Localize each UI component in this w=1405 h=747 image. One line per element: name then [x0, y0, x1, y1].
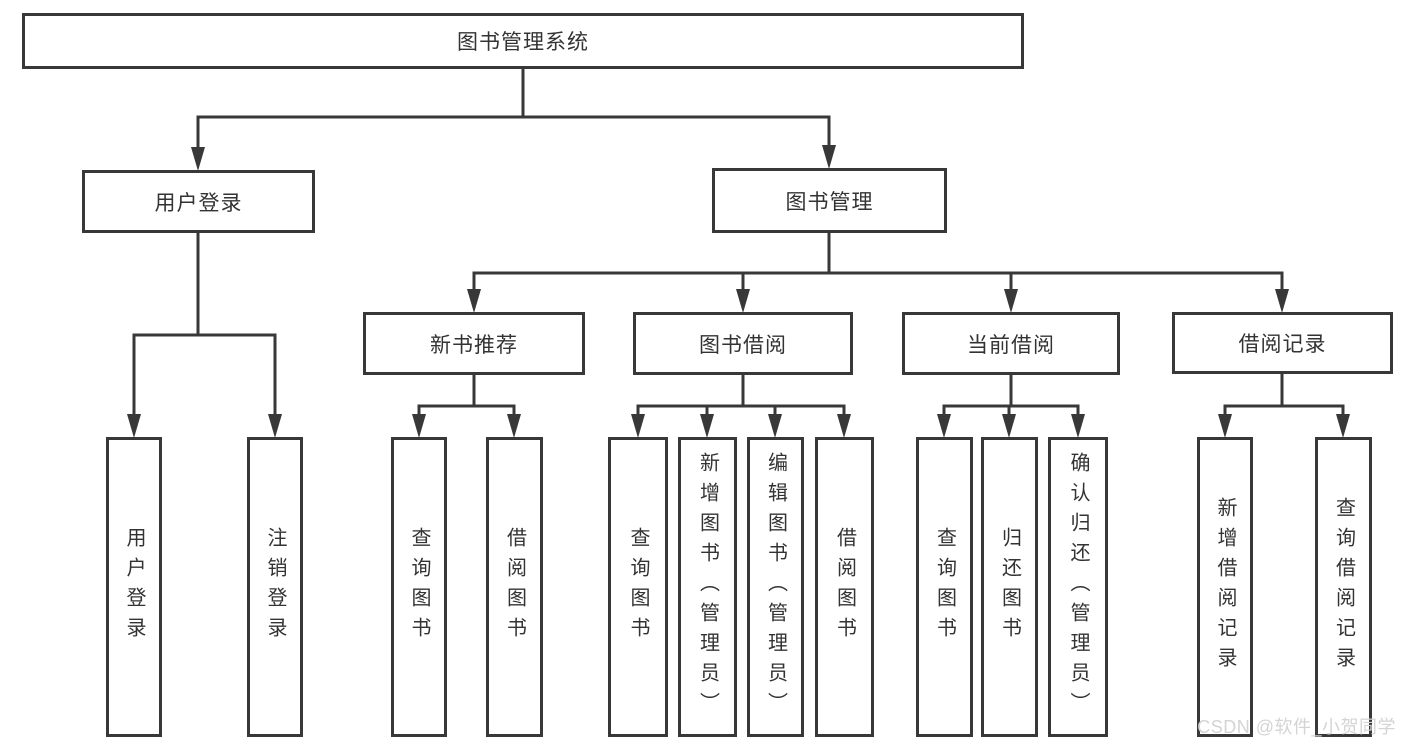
leaf-user-login: 用户登录 [106, 437, 162, 737]
arrow-down-icon [507, 414, 521, 438]
node-label: 图书管理 [785, 190, 874, 214]
arrow-down-icon [127, 414, 141, 438]
node-library-management-system: 图书管理系统 [22, 13, 1024, 69]
arrow-down-icon [631, 414, 645, 438]
leaf-borrow-books-recommend: 借阅图书 [486, 437, 543, 737]
leaf-label: 查询图书 [408, 527, 430, 647]
leaf-label: 借阅图书 [833, 527, 856, 647]
node-user-login: 用户登录 [82, 170, 315, 233]
leaf-query-borrow-record: 查询借阅记录 [1315, 437, 1372, 737]
node-book-management: 图书管理 [712, 168, 947, 233]
node-label: 当前借阅 [967, 333, 1055, 357]
node-borrowing-records: 借阅记录 [1172, 312, 1393, 374]
arrow-down-icon [268, 414, 282, 438]
leaf-label: 查询图书 [627, 527, 649, 647]
arrow-down-icon [412, 414, 426, 438]
leaf-query-books-borrow: 查询图书 [608, 437, 668, 737]
leaf-return-books: 归还图书 [981, 437, 1038, 737]
leaf-query-books-recommend: 查询图书 [391, 437, 447, 737]
leaf-label: 用户登录 [123, 527, 145, 647]
leaf-label: 编辑图书（管理员） [764, 452, 787, 722]
node-book-borrowing: 图书借阅 [633, 312, 853, 375]
arrow-down-icon [837, 414, 851, 438]
leaf-edit-book-admin: 编辑图书（管理员） [747, 437, 804, 737]
arrow-down-icon [937, 414, 951, 438]
leaf-label: 查询借阅记录 [1332, 497, 1355, 677]
arrow-down-icon [822, 145, 836, 169]
arrow-down-icon [1002, 414, 1016, 438]
arrow-down-icon [1004, 289, 1018, 313]
arrow-down-icon [768, 414, 782, 438]
leaf-add-book-admin: 新增图书（管理员） [678, 437, 737, 737]
node-current-borrowing: 当前借阅 [902, 312, 1120, 375]
node-new-book-recommendation: 新书推荐 [363, 312, 585, 375]
leaf-add-borrow-record: 新增借阅记录 [1197, 437, 1253, 737]
node-label: 图书管理系统 [457, 31, 589, 54]
leaf-confirm-return-admin: 确认归还（管理员） [1048, 437, 1108, 737]
arrow-down-icon [736, 289, 750, 313]
leaf-label: 查询图书 [933, 527, 956, 647]
leaf-borrow-books: 借阅图书 [815, 437, 874, 737]
arrow-down-icon [1218, 414, 1232, 438]
node-label: 新书推荐 [430, 333, 518, 357]
node-label: 图书借阅 [699, 333, 787, 357]
leaf-query-books-current: 查询图书 [916, 437, 973, 737]
arrow-down-icon [467, 289, 481, 313]
leaf-label: 确认归还（管理员） [1067, 452, 1089, 722]
node-label: 借阅记录 [1238, 333, 1327, 356]
arrow-down-icon [191, 147, 205, 171]
arrow-down-icon [700, 414, 714, 438]
arrow-down-icon [1336, 414, 1350, 438]
node-label: 用户登录 [154, 191, 243, 215]
leaf-label: 新增借阅记录 [1214, 497, 1236, 677]
arrow-down-icon [1275, 289, 1289, 313]
leaf-label: 借阅图书 [503, 527, 526, 647]
leaf-label: 新增图书（管理员） [696, 452, 719, 722]
leaf-label: 注销登录 [264, 527, 286, 647]
leaf-label: 归还图书 [998, 527, 1021, 647]
arrow-down-icon [1071, 414, 1085, 438]
leaf-logout: 注销登录 [247, 437, 303, 737]
watermark: CSDN @软件_小贺同学 [1197, 717, 1396, 737]
